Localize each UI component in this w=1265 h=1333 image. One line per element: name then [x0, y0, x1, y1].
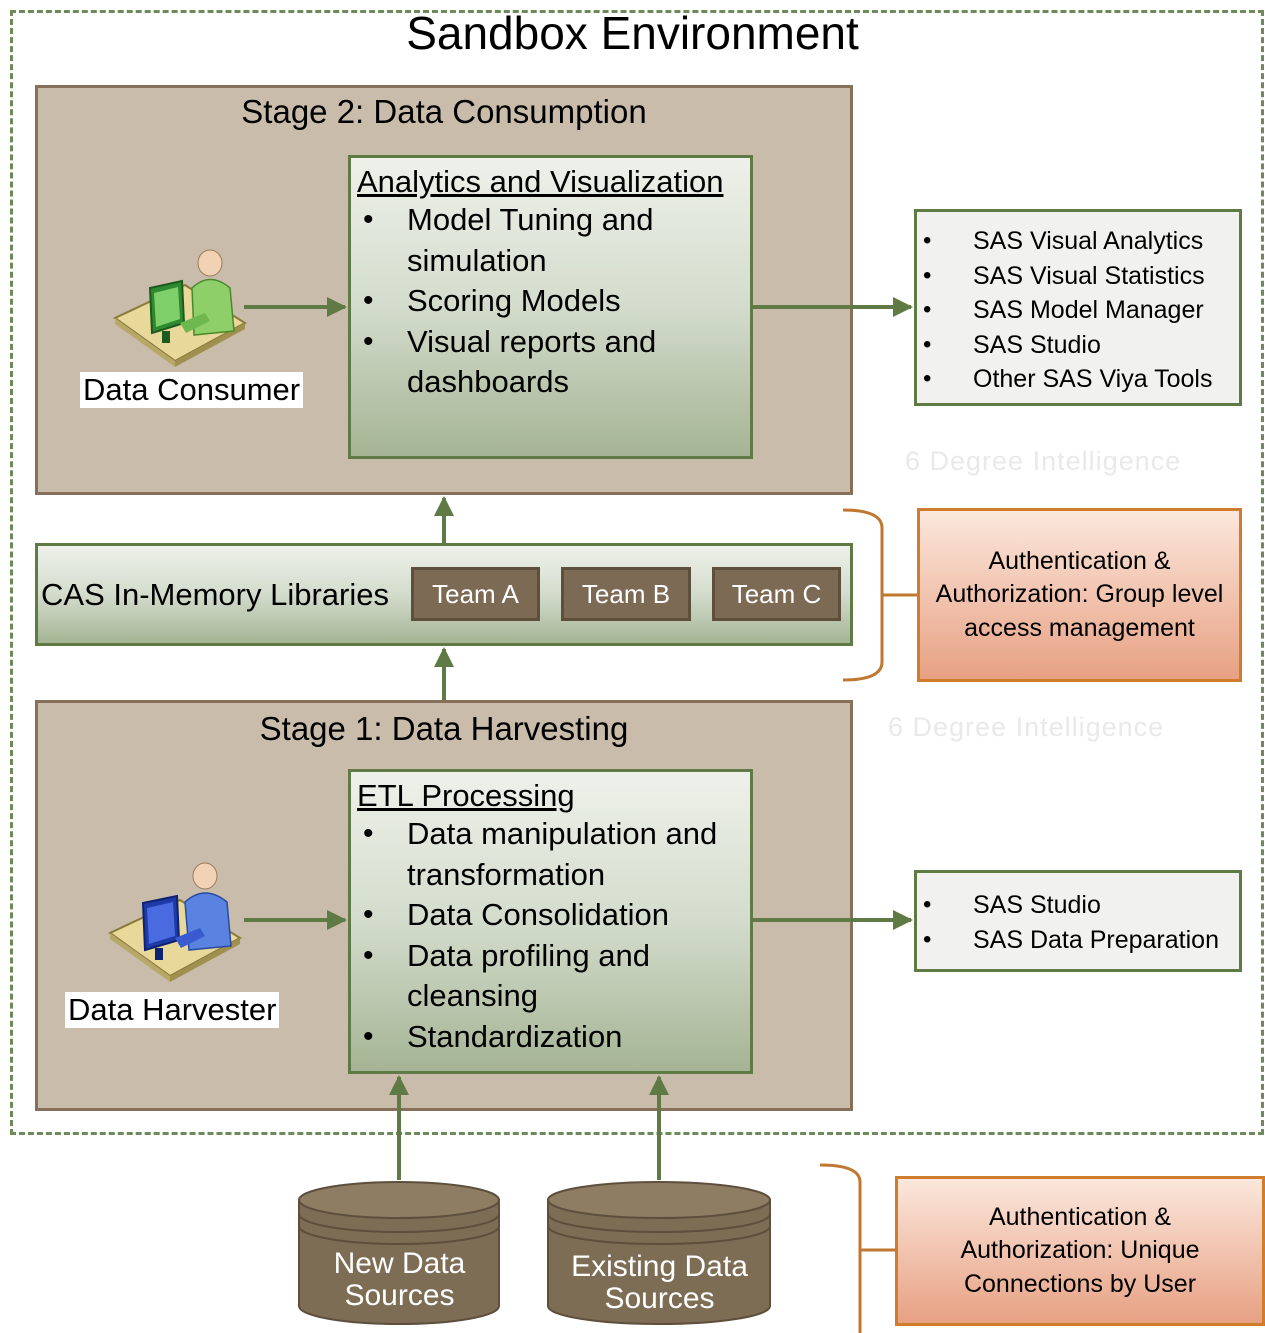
tool-item: SAS Visual Analytics — [917, 224, 1239, 259]
analytics-box: Analytics and Visualization Model Tuning… — [348, 155, 753, 459]
tool-item: Other SAS Viya Tools — [917, 362, 1239, 397]
auth-user-bracket — [819, 1163, 862, 1333]
data-consumer-label: Data Consumer — [80, 372, 304, 408]
sandbox-boundary — [10, 10, 1264, 1135]
auth-user-box: Authentication & Authorization: Unique C… — [895, 1176, 1265, 1326]
etl-item: Data profiling and cleansing — [357, 936, 750, 1017]
analytics-item: Scoring Models — [357, 281, 750, 322]
tool-item: SAS Studio — [917, 328, 1239, 363]
analytics-item: Model Tuning and simulation — [357, 200, 750, 281]
auth-user-text: Authentication & Authorization: Unique C… — [960, 1202, 1200, 1298]
cas-label: CAS In-Memory Libraries — [41, 577, 389, 612]
existing-data-sources-cylinder — [547, 1181, 771, 1325]
etl-item: Data manipulation and transformation — [357, 814, 750, 895]
analytics-item: Visual reports and dashboards — [357, 322, 750, 403]
tool-item: SAS Visual Statistics — [917, 259, 1239, 294]
team-a-badge: Team A — [411, 567, 540, 621]
team-c-badge: Team C — [712, 567, 841, 621]
watermark: 6 Degree Intelligence — [905, 446, 1182, 476]
stage2-tools-box: SAS Visual Analytics SAS Visual Statisti… — [914, 209, 1242, 406]
data-harvester-icon — [108, 862, 242, 982]
stage1-tools-box: SAS Studio SAS Data Preparation — [914, 870, 1242, 972]
new-data-sources-label: New Data Sources — [333, 1247, 466, 1312]
etl-item: Data Consolidation — [357, 895, 750, 936]
etl-list: Data manipulation and transformation Dat… — [357, 814, 750, 1057]
new-data-sources-cylinder — [298, 1181, 500, 1325]
stage2-tools-list: SAS Visual Analytics SAS Visual Statisti… — [917, 224, 1239, 397]
stage2-title: Stage 2: Data Consumption — [241, 93, 647, 130]
data-consumer-icon — [113, 249, 247, 367]
auth-group-text: Authentication & Authorization: Group le… — [935, 546, 1224, 642]
team-b-badge: Team B — [561, 567, 691, 621]
etl-heading: ETL Processing — [357, 778, 575, 813]
auth-group-box: Authentication & Authorization: Group le… — [917, 508, 1242, 682]
stage1-title: Stage 1: Data Harvesting — [259, 710, 629, 747]
tool-item: SAS Model Manager — [917, 293, 1239, 328]
tool-item: SAS Data Preparation — [917, 923, 1239, 958]
data-harvester-label: Data Harvester — [65, 992, 280, 1028]
etl-box: ETL Processing Data manipulation and tra… — [348, 769, 753, 1074]
existing-data-sources-label: Existing Data Sources — [571, 1250, 748, 1315]
analytics-list: Model Tuning and simulation Scoring Mode… — [357, 200, 750, 403]
tool-item: SAS Studio — [917, 888, 1239, 923]
etl-item: Standardization — [357, 1017, 750, 1058]
analytics-heading: Analytics and Visualization — [357, 164, 724, 199]
diagram-title: Sandbox Environment — [406, 7, 859, 59]
stage1-tools-list: SAS Studio SAS Data Preparation — [917, 888, 1239, 957]
watermark: 6 Degree Intelligence — [888, 712, 1165, 742]
